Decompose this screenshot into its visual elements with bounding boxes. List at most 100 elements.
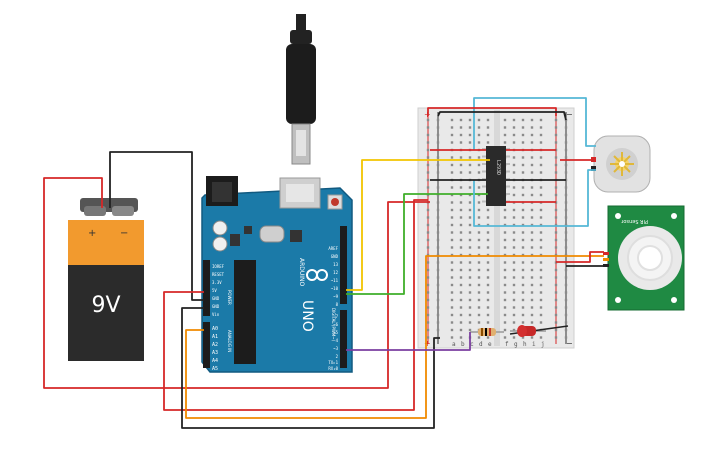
breadboard-hole (554, 231, 558, 234)
breadboard-hole (530, 238, 534, 242)
breadboard-hole (477, 306, 481, 309)
breadboard-hole (450, 276, 454, 279)
breadboard-hole (503, 306, 507, 309)
breadboard-hole (521, 133, 525, 137)
breadboard-hole (521, 208, 525, 212)
breadboard-hole (468, 328, 472, 332)
breadboard-hole (539, 231, 543, 234)
breadboard-hole (477, 118, 481, 122)
breadboard-hole (539, 133, 543, 137)
breadboard-hole (426, 321, 430, 324)
breadboard-hole (468, 276, 472, 279)
breadboard-hole (512, 246, 516, 249)
breadboard-hole (436, 156, 440, 159)
breadboard-hole (477, 298, 481, 302)
breadboard-hole (450, 336, 454, 339)
breadboard-hole (486, 276, 490, 279)
breadboard-hole (521, 261, 525, 264)
breadboard-hole (450, 118, 454, 122)
breadboard-hole (512, 193, 516, 197)
breadboard-hole (459, 238, 463, 242)
breadboard-hole (486, 216, 490, 219)
breadboard-hole (564, 163, 568, 167)
breadboard-hole (554, 276, 558, 279)
breadboard-hole (521, 276, 525, 279)
breadboard-hole (530, 186, 534, 189)
digital-pin-0: RX◂0 (328, 366, 338, 371)
breadboard-hole (521, 321, 525, 324)
wire-yellow-signal (346, 159, 490, 291)
breadboard-hole (564, 253, 568, 257)
digital-pin-9: ~9 (333, 294, 338, 299)
breadboard-hole (530, 223, 534, 227)
breadboard-hole (554, 336, 558, 339)
breadboard-hole (477, 208, 481, 212)
breadboard-hole (539, 313, 543, 317)
breadboard-hole (426, 126, 430, 129)
ic-leg (482, 185, 486, 188)
breadboard-hole (521, 253, 525, 257)
breadboard-hole (450, 246, 454, 249)
breadboard-hole (477, 133, 481, 137)
breadboard-hole (530, 163, 534, 167)
arduino-model-label: UNO (299, 300, 315, 332)
breadboard-hole (486, 261, 490, 264)
breadboard-hole (564, 268, 568, 272)
breadboard-hole (530, 231, 534, 234)
breadboard-hole (530, 171, 534, 174)
ic-label: L293D (495, 160, 501, 175)
breadboard-hole (477, 171, 481, 174)
breadboard-hole (512, 216, 516, 219)
breadboard-hole (468, 216, 472, 219)
breadboard-hole (468, 201, 472, 204)
breadboard-hole (426, 171, 430, 174)
breadboard-hole (468, 126, 472, 129)
breadboard-hole (554, 163, 558, 167)
breadboard-hole (564, 276, 568, 279)
breadboard-hole (450, 208, 454, 212)
breadboard-hole (436, 163, 440, 167)
breadboard-hole (530, 291, 534, 294)
breadboard-hole (486, 283, 490, 287)
breadboard-hole (436, 328, 440, 332)
breadboard-hole (459, 313, 463, 317)
breadboard-hole (521, 298, 525, 302)
breadboard-hole (477, 321, 481, 324)
breadboard-hole (450, 291, 454, 294)
breadboard-hole (426, 231, 430, 234)
usb-cable (286, 14, 316, 165)
breadboard-hole (477, 336, 481, 339)
breadboard-hole (564, 321, 568, 324)
breadboard-hole (426, 223, 430, 227)
breadboard-hole (426, 298, 430, 302)
breadboard-hole (512, 171, 516, 174)
breadboard-hole (436, 261, 440, 264)
breadboard-hole (450, 238, 454, 242)
breadboard-hole (564, 201, 568, 204)
breadboard-hole (468, 298, 472, 302)
breadboard-hole (486, 231, 490, 234)
wire-gnd (181, 307, 440, 429)
breadboard-hole (426, 336, 430, 339)
digital-header-label: DIGITAL (PWM~) (331, 308, 336, 342)
breadboard-hole (468, 186, 472, 189)
breadboard-hole (521, 126, 525, 129)
led-red (509, 325, 569, 337)
breadboard-hole (530, 298, 534, 302)
wire-pir-vcc (556, 251, 604, 263)
breadboard-hole (554, 268, 558, 272)
breadboard-hole (477, 216, 481, 219)
breadboard-hole (503, 216, 507, 219)
breadboard-hole (436, 201, 440, 204)
wire-battery-positive (43, 177, 430, 389)
col-letter-i: i (532, 341, 536, 348)
breadboard-hole (554, 291, 558, 294)
col-letter-d: d (479, 341, 483, 348)
power-pin-reset: RESET (212, 272, 225, 277)
breadboard-hole (436, 193, 440, 197)
breadboard-hole (486, 253, 490, 257)
breadboard-hole (503, 126, 507, 129)
breadboard-hole (459, 336, 463, 339)
rail-plus-bottom: + (424, 339, 431, 348)
ic-leg (482, 163, 486, 165)
